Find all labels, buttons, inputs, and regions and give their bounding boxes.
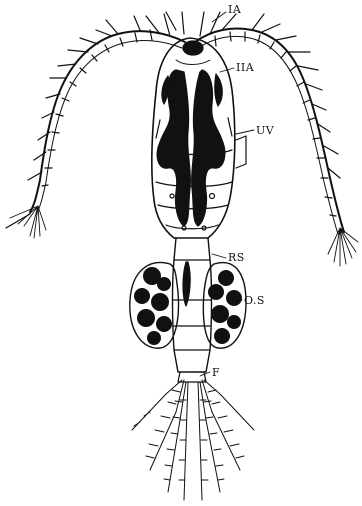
label-rs: RS — [228, 252, 245, 263]
caudal-setae — [132, 380, 254, 500]
label-first-antenna: IA — [228, 4, 241, 15]
left-egg-sac — [130, 263, 179, 349]
label-second-antenna: IIA — [236, 62, 254, 73]
label-uv: UV — [256, 125, 274, 136]
gut-mass — [157, 70, 225, 226]
label-f: F — [212, 367, 220, 378]
right-egg-sac — [203, 263, 246, 349]
label-os: O.S — [244, 295, 265, 306]
